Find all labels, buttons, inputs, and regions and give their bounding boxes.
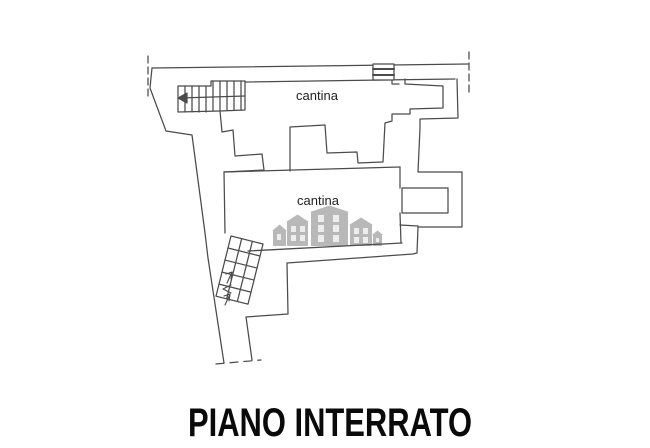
lower-staircase xyxy=(215,235,264,305)
middle-stepped-wall xyxy=(289,78,444,172)
lower-cantina-label: cantina xyxy=(297,193,340,208)
upper-cantina-label: cantina xyxy=(296,88,339,103)
watermark-windows xyxy=(277,215,379,243)
buildings-watermark-icon xyxy=(272,205,383,246)
lower-room-top-wall xyxy=(223,166,401,173)
inner-top-wall xyxy=(244,78,456,83)
window-hatch xyxy=(372,63,395,81)
stair-arrows-icon xyxy=(222,271,233,306)
left-outer-wall xyxy=(149,67,225,364)
passage-bottom xyxy=(399,224,419,227)
page-title: PIANO INTERRATO xyxy=(188,401,472,445)
wall-lines xyxy=(147,51,470,365)
lower-room-right-wall-lower xyxy=(399,212,402,244)
upper-staircase xyxy=(177,80,246,113)
right-niche xyxy=(401,187,449,214)
corridor-opening-dashed xyxy=(215,359,262,365)
lower-room-bottom-wall xyxy=(247,242,403,252)
right-outer-wall xyxy=(245,78,463,361)
stair-direction-arrow-icon xyxy=(177,92,188,104)
outer-top-wall xyxy=(151,63,469,69)
doorway-notch xyxy=(391,78,400,85)
